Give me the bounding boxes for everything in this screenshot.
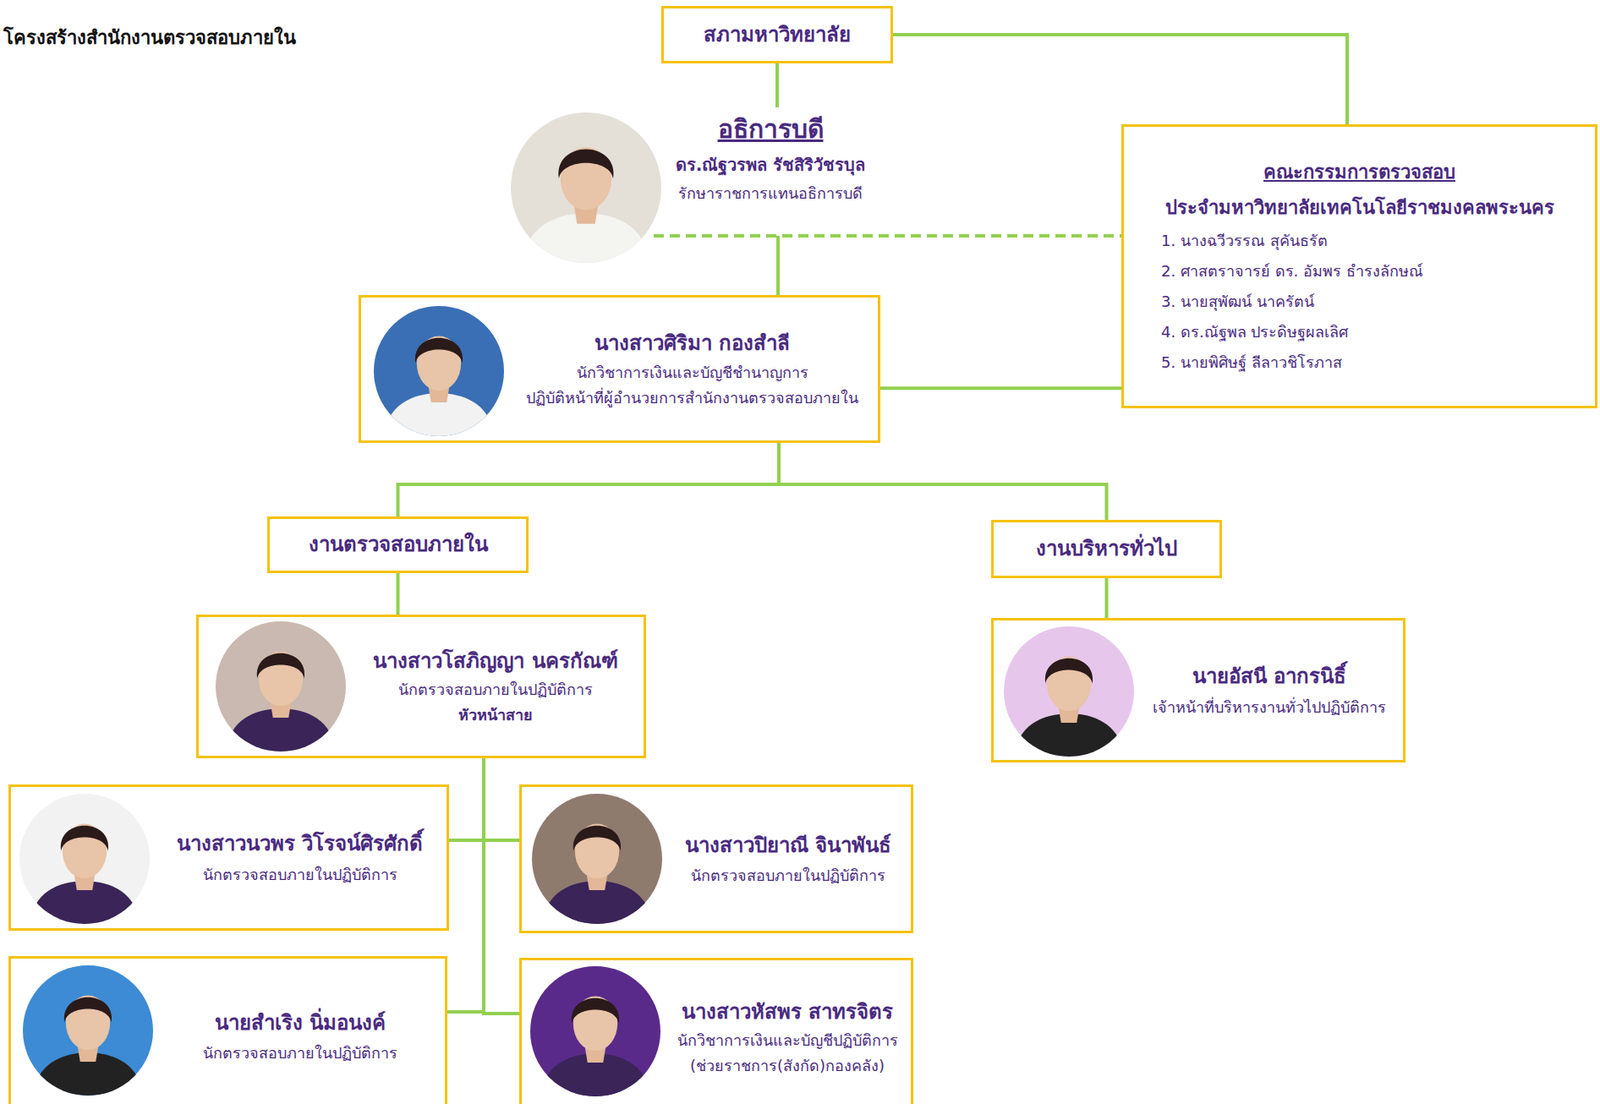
connector-line [775, 63, 779, 108]
connector-line [483, 758, 520, 1014]
member-item: 1. นางฉวีวรรณ สุคันธรัต [1161, 230, 1328, 253]
box-content: นายสำเริง นิ่มอนงค์นักตรวจสอบภายในปฏิบัต… [10, 958, 445, 1104]
member-item: 4. ดร.ณัฐพล ประดิษฐผลเลิศ [1161, 321, 1348, 344]
person-photo [510, 112, 662, 264]
position-text: ปฏิบัติหน้าที่ผู้อำนวยการสำนักงานตรวจสอบ… [526, 387, 859, 410]
person-photo [530, 966, 661, 1097]
role-heading: อธิการบดี [717, 110, 824, 148]
position-text: นักตรวจสอบภายในปฏิบัติการ [202, 1042, 398, 1065]
box-content: งานตรวจสอบภายใน [269, 519, 527, 571]
connector-line [483, 758, 520, 841]
position-text: นักตรวจสอบภายในปฏิบัติการ [398, 679, 593, 702]
member-item: 3. นายสุพัฒน์ นาครัตน์ [1161, 290, 1315, 313]
person-name: นายอัสนี อากรนิธิ์ [1192, 662, 1347, 692]
section-title: งานบริหารทั่วไป [1035, 534, 1178, 565]
box-content: นางสาวปิยาณี จินาพันธ์นักตรวจสอบภายในปฏิ… [521, 787, 911, 932]
unit-box: งานบริหารทั่วไป [991, 520, 1222, 579]
box-content: นายอัสนี อากรนิธิ์เจ้าหน้าที่บริหารงานทั… [993, 620, 1403, 761]
box-content: นางสาวนวพร วิโรจน์ศิรศักดิ์นักตรวจสอบภาย… [10, 787, 447, 929]
committee-heading: คณะกรรมการตรวจสอบ [1263, 158, 1456, 187]
connector-line [893, 34, 1348, 125]
person-name: นายสำเริง นิ่มอนงค์ [214, 1008, 386, 1039]
section-title: งานตรวจสอบภายใน [308, 530, 488, 560]
connector-line [398, 443, 780, 517]
section-title: สภามหาวิทยาลัย [703, 20, 851, 50]
person-photo [373, 306, 505, 437]
position-text: นักตรวจสอบภายในปฏิบัติการ [690, 865, 886, 888]
box-content: อธิการบดีดร.ณัฐวรพล รัชสิริวัชรบุลรักษาร… [509, 107, 878, 236]
director-box: นางสาวศิริมา กองสำลีนักวิชาการเงินและบัญ… [358, 295, 881, 444]
member-item: 2. ศาสตราจารย์ ดร. อัมพร ธำรงลักษณ์ [1161, 260, 1424, 283]
box-content: นางสาวศิริมา กองสำลีนักวิชาการเงินและบัญ… [361, 297, 878, 441]
box-content: สภามหาวิทยาลัย [663, 8, 891, 61]
executive-node: อธิการบดีดร.ณัฐวรพล รัชสิริวัชรบุลรักษาร… [509, 107, 878, 236]
staff-box: นางสาวปิยาณี จินาพันธ์นักตรวจสอบภายในปฏิ… [519, 784, 914, 934]
member-item: 5. นายพิศิษฐ์ ลีลาวชิโรภาส [1161, 351, 1343, 374]
connector-line [447, 758, 484, 1013]
connector-line [776, 235, 780, 296]
unit-box: งานตรวจสอบภายใน [267, 516, 529, 574]
person-photo [19, 794, 150, 925]
person-name: นางสาวโสภิญญา นครกัณฑ์ [372, 646, 618, 677]
connector-line [396, 573, 400, 615]
staff-box: นายสำเริง นิ่มอนงค์นักตรวจสอบภายในปฏิบัต… [8, 956, 448, 1104]
connector-line [778, 443, 1107, 521]
position-text: นักวิชาการเงินและบัญชีปฏิบัติการ [677, 1030, 899, 1053]
chart-title: โครงสร้างสำนักงานตรวจสอบภายใน [3, 25, 296, 52]
committee-subheading: ประจำมหาวิทยาลัยเทคโนโลยีราชมงคลพระนคร [1165, 194, 1555, 222]
role-tag: หัวหน้าสาย [458, 704, 533, 727]
position-text: (ช่วยราชการ(สังกัด)กองคลัง) [690, 1055, 885, 1078]
staff-box: นางสาวนวพร วิโรจน์ศิรศักดิ์นักตรวจสอบภาย… [8, 784, 450, 932]
staff-box: นายอัสนี อากรนิธิ์เจ้าหน้าที่บริหารงานทั… [991, 618, 1406, 763]
staff-box: นางสาวโสภิญญา นครกัณฑ์นักตรวจสอบภายในปฏิ… [196, 614, 647, 759]
connector-line [449, 758, 484, 841]
position-text: นักตรวจสอบภายในปฏิบัติการ [202, 864, 398, 887]
position-text: นักวิชาการเงินและบัญชีชำนาญการ [576, 361, 809, 384]
box-content: คณะกรรมการตรวจสอบประจำมหาวิทยาลัยเทคโนโล… [1123, 126, 1595, 406]
person-photo [215, 621, 346, 752]
person-name: นางสาวศิริมา กองสำลี [594, 328, 790, 359]
dashed-connector [653, 234, 1122, 238]
council-box: สภามหาวิทยาลัย [661, 5, 894, 64]
person-name: นางสาวนวพร วิโรจน์ศิรศักดิ์ [176, 829, 423, 860]
box-content: นางสาวหัสพร สาทรจิตรนักวิชาการเงินและบัญ… [521, 960, 911, 1104]
box-content: นางสาวโสภิญญา นครกัณฑ์นักตรวจสอบภายในปฏิ… [198, 617, 644, 757]
person-name: นางสาวปิยาณี จินาพันธ์ [684, 831, 892, 861]
position-text: เจ้าหน้าที่บริหารงานทั่วไปปฏิบัติการ [1152, 696, 1387, 719]
person-name: ดร.ณัฐวรพล รัชสิริวัชรบุล [675, 153, 866, 178]
connector-line [880, 386, 1122, 390]
position-text: รักษาราชการแทนอธิการบดี [678, 182, 863, 205]
staff-box: นางสาวหัสพร สาทรจิตรนักวิชาการเงินและบัญ… [519, 958, 914, 1104]
person-photo [531, 794, 663, 925]
connector-line [1105, 578, 1109, 619]
person-photo [1003, 626, 1135, 757]
person-photo [22, 965, 154, 1096]
person-name: นางสาวหัสพร สาทรจิตร [681, 997, 894, 1028]
box-content: งานบริหารทั่วไป [993, 522, 1220, 576]
committee-box: คณะกรรมการตรวจสอบประจำมหาวิทยาลัยเทคโนโล… [1121, 124, 1598, 409]
